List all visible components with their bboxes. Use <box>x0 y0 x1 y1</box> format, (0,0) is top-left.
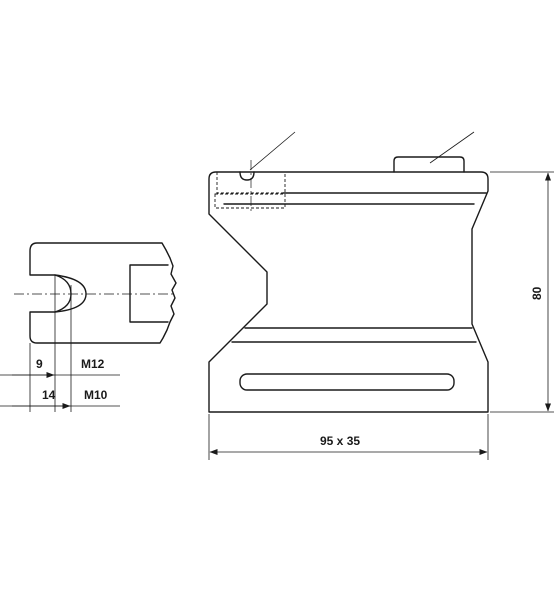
slot-inner-recess <box>129 264 169 323</box>
slot-detail-outline <box>29 242 177 344</box>
mounting-slot <box>239 373 455 391</box>
dim-label-95x35: 95 x 35 <box>320 434 360 448</box>
terminal-boss <box>393 156 465 173</box>
dim-label-14: 14 <box>42 388 56 402</box>
dim-label-9: 9 <box>36 357 43 371</box>
insert-thread-notch <box>239 171 255 181</box>
insulator-body-outline <box>208 171 489 413</box>
overall-dimensions: 95 x 35 80 <box>208 171 554 460</box>
hidden-insert-lower <box>214 193 286 209</box>
leader-line-insert <box>249 131 296 171</box>
dim-label-80: 80 <box>530 286 544 300</box>
dim-label-m10: M10 <box>84 388 108 402</box>
dim-label-m12: M12 <box>81 357 105 371</box>
insulator-front-view <box>208 131 489 413</box>
slot-detail-view: 9 M12 14 M10 <box>0 242 177 412</box>
leader-line-boss <box>429 131 475 164</box>
